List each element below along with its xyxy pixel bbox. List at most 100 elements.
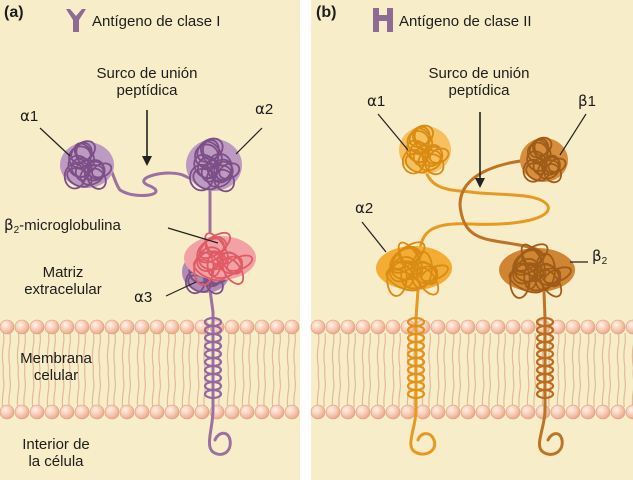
lipid-head-inner: [460, 404, 476, 420]
class-i-transmembrane-helix: [203, 316, 223, 400]
lipid-head-inner: [505, 404, 521, 420]
domain-loop: [198, 250, 227, 271]
lipid-head-outer: [44, 319, 60, 335]
domain-loop: [68, 145, 92, 169]
lipid-head-outer: [475, 319, 491, 335]
label-beta1-b: β1: [578, 92, 596, 110]
region-extracellular-line1: Matriz: [42, 264, 84, 281]
domain-loop: [410, 250, 433, 290]
region-interior: Interior de la célula: [4, 436, 108, 471]
lipid-head-inner: [370, 404, 386, 420]
groove-label-b-line2: peptídica: [448, 82, 510, 100]
lipid-head-inner: [179, 404, 195, 420]
lipid-head-outer: [325, 319, 341, 335]
lipid-head-outer: [269, 319, 285, 335]
lipid-head-outer: [370, 319, 386, 335]
lipid-head-inner: [430, 404, 446, 420]
lipid-head-inner: [149, 404, 165, 420]
class-ii-beta-chain: [458, 158, 564, 456]
class-ii-alpha-transmembrane-helix: [406, 316, 426, 400]
leader-lines-b: [361, 113, 588, 263]
domain-loop: [70, 140, 96, 164]
domain-loop: [196, 137, 224, 163]
label-alpha2-b-symbol: α: [355, 199, 365, 217]
label-beta2m-text: -microglobulina: [19, 217, 121, 234]
lipid-head-outer: [284, 319, 300, 335]
lipid-head-outer: [565, 319, 581, 335]
lipid-head-inner: [104, 404, 120, 420]
label-alpha1-b: α1: [367, 92, 386, 110]
lipid-head-outer: [625, 319, 633, 335]
region-extracellular: Matriz extracelular: [4, 264, 122, 299]
lipid-head-outer: [610, 319, 626, 335]
domain-loop: [218, 162, 241, 180]
class-i-beta2-microglobulin: [184, 231, 256, 286]
lipid-head-inner: [355, 404, 371, 420]
groove-label-a: Surco de unión peptídica: [70, 65, 224, 100]
label-alpha1-a-number: 1: [29, 108, 39, 125]
lipid-head-inner: [475, 404, 491, 420]
helix-turn: [203, 388, 223, 400]
region-membrane: Membrana celular: [4, 350, 108, 385]
domain-loop: [533, 252, 556, 292]
domain-loop: [210, 255, 243, 280]
domain-loop: [91, 162, 113, 179]
lipid-head-outer: [59, 319, 75, 335]
region-extracellular-line2: extracelular: [24, 281, 102, 299]
lipid-head-outer: [355, 319, 371, 335]
domain-loop: [196, 246, 223, 272]
lipid-head-outer: [490, 319, 506, 335]
domain-loop: [206, 153, 233, 182]
lipid-head-inner: [565, 404, 581, 420]
label-beta2-b: β2: [592, 247, 608, 267]
domain-loop: [514, 262, 545, 283]
membrane-a: [0, 319, 300, 420]
lipid-head-inner: [74, 404, 90, 420]
panel-b-label: (b): [316, 4, 337, 21]
label-alpha1-b-symbol: α: [367, 92, 377, 110]
lipid-head-inner: [0, 404, 15, 420]
groove-label-a-line2: peptídica: [116, 82, 178, 100]
lipid-head-inner: [400, 404, 416, 420]
membrane-b: [310, 319, 633, 420]
lipid-head-inner: [340, 404, 356, 420]
label-beta2m-symbol: β: [4, 216, 14, 234]
class-ii-beta2-domain: [499, 243, 575, 299]
lipid-head-outer: [164, 319, 180, 335]
class-i-alpha1-domain: [60, 140, 114, 190]
lipid-head-inner: [595, 404, 611, 420]
lipid-head-inner: [325, 404, 341, 420]
lipid-head-outer: [134, 319, 150, 335]
lipid-head-inner: [310, 404, 326, 420]
label-alpha1-a: α1: [20, 107, 39, 125]
class-ii-beta1-domain: [520, 136, 568, 184]
label-beta1-b-number: 1: [587, 93, 596, 110]
helix-turn: [406, 388, 426, 400]
label-beta2-b-number: 2: [601, 256, 608, 267]
lipid-head-inner: [580, 404, 596, 420]
domain-loop: [204, 232, 230, 265]
groove-arrow-b: [475, 112, 485, 188]
lipid-head-outer: [239, 319, 255, 335]
label-alpha1-b-number: 1: [376, 93, 386, 110]
lipid-head-inner: [625, 404, 633, 420]
lipid-head-inner: [119, 404, 135, 420]
lipid-head-inner: [59, 404, 75, 420]
label-alpha2-b-number: 2: [364, 200, 374, 217]
lipid-head-outer: [119, 319, 135, 335]
lipid-head-inner: [415, 404, 431, 420]
lipid-head-outer: [149, 319, 165, 335]
lipid-head-inner: [89, 404, 105, 420]
lipid-head-outer: [14, 319, 30, 335]
panel-a-title: Antígeno de clase I: [92, 13, 221, 30]
leader-lines-a: [39, 127, 263, 297]
lipid-head-inner: [254, 404, 270, 420]
domain-loop: [528, 136, 553, 159]
class-ii-beta-transmembrane-helix: [535, 316, 555, 400]
lipid-head-inner: [224, 404, 240, 420]
label-beta2-microglobulin: β2-microglobulina: [4, 216, 121, 236]
lipid-head-outer: [224, 319, 240, 335]
class-i-alpha2-domain: [186, 137, 242, 193]
lipid-head-outer: [74, 319, 90, 335]
label-alpha2-a-number: 2: [264, 101, 274, 118]
